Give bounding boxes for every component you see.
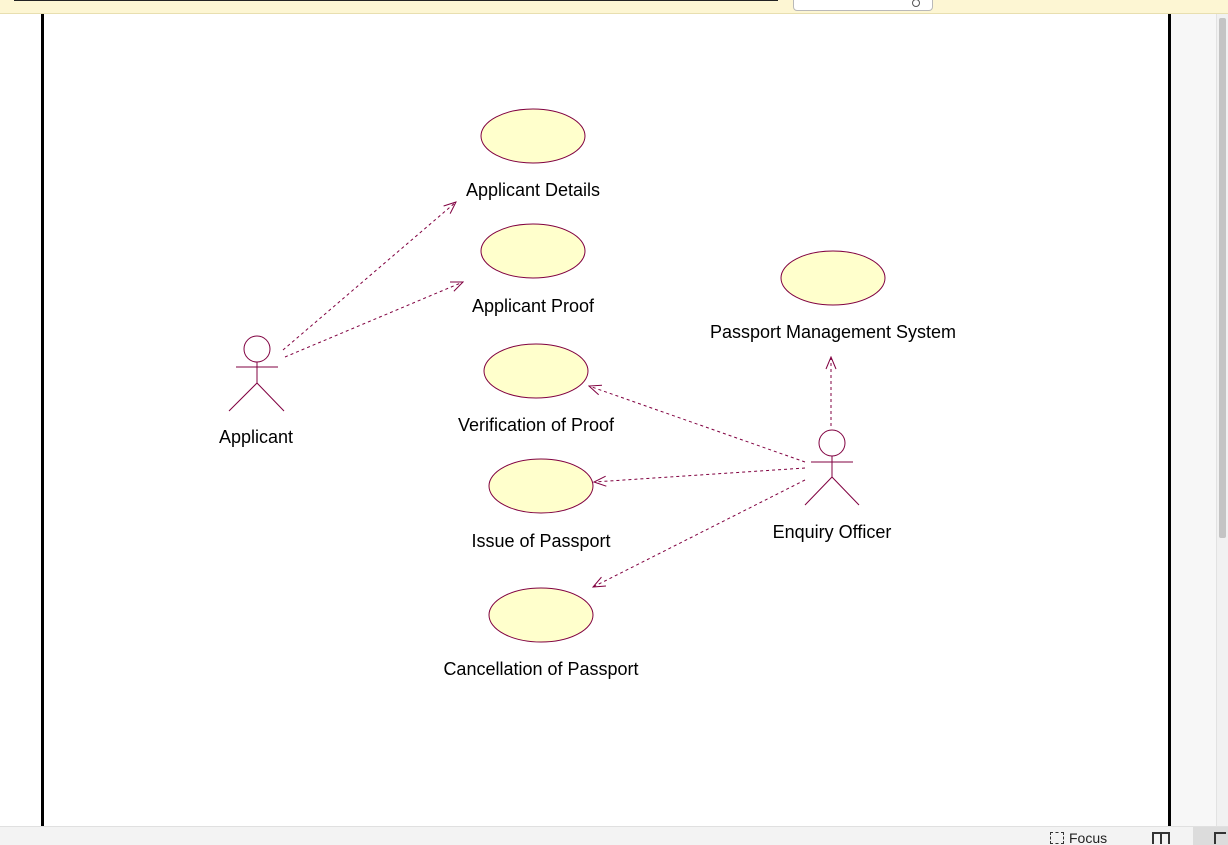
use-case-ellipse[interactable] — [488, 587, 594, 643]
page-gutter — [1171, 14, 1216, 826]
relation-officer-to-issue-of-passport — [594, 467, 806, 482]
read-mode-icon[interactable] — [1152, 832, 1170, 844]
use-case-passport-management-system[interactable]: Passport Management System — [710, 250, 956, 342]
use-case-label: Passport Management System — [710, 322, 956, 342]
status-bar: Focus — [0, 826, 1228, 845]
actor-label: Applicant — [219, 427, 293, 447]
stick-figure-icon — [228, 335, 285, 412]
use-case-label: Applicant Proof — [472, 296, 595, 316]
notification-bar — [0, 0, 1228, 14]
actor-label: Enquiry Officer — [773, 522, 892, 542]
use-case-applicant-details[interactable]: Applicant Details — [466, 108, 600, 200]
use-case-label: Cancellation of Passport — [443, 659, 638, 679]
focus-label: Focus — [1069, 830, 1108, 845]
use-case-ellipse[interactable] — [483, 343, 589, 399]
relation-applicant-to-applicant-proof — [284, 282, 463, 358]
relation-applicant-to-applicant-details — [282, 202, 456, 351]
stick-figure-icon — [804, 429, 860, 506]
use-case-issue-of-passport[interactable]: Issue of Passport — [471, 458, 611, 551]
print-layout-icon[interactable] — [1193, 827, 1228, 845]
relations — [282, 202, 831, 587]
document-page[interactable] — [41, 14, 1171, 826]
use-case-ellipse[interactable] — [780, 250, 886, 306]
use-case-ellipse[interactable] — [480, 108, 586, 164]
focus-button[interactable]: Focus — [1050, 830, 1107, 845]
focus-icon — [1050, 832, 1064, 844]
notification-button-icon — [912, 0, 920, 7]
notification-text-underline — [14, 0, 778, 1]
relation-officer-to-verification-of-proof — [589, 386, 806, 463]
vertical-scrollbar[interactable] — [1216, 14, 1228, 826]
use-case-cancellation-of-passport[interactable]: Cancellation of Passport — [443, 587, 639, 679]
use-case-label: Verification of Proof — [458, 415, 615, 435]
notification-button[interactable] — [793, 0, 933, 11]
use-case-label: Issue of Passport — [471, 531, 610, 551]
use-case-applicant-proof[interactable]: Applicant Proof — [472, 223, 595, 316]
use-case-ellipse[interactable] — [480, 223, 586, 279]
use-case-verification-of-proof[interactable]: Verification of Proof — [458, 343, 615, 435]
scrollbar-thumb[interactable] — [1219, 18, 1226, 538]
use-case-label: Applicant Details — [466, 180, 600, 200]
use-case-ellipse[interactable] — [488, 458, 594, 514]
actor-applicant[interactable]: Applicant — [219, 335, 293, 447]
actor-enquiry-officer[interactable]: Enquiry Officer — [773, 429, 892, 542]
